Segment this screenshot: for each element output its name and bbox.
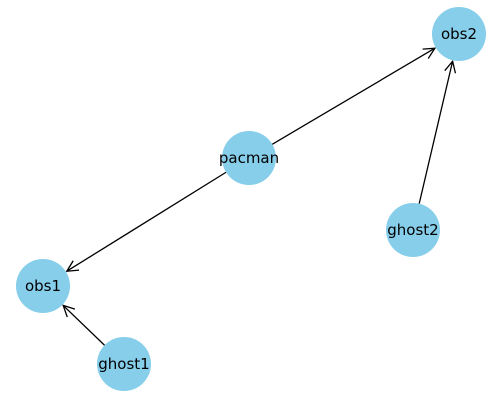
node-ghost1-label: ghost1 (98, 355, 149, 373)
node-ghost1-circle (97, 337, 151, 391)
edge-line (66, 171, 227, 272)
node-obs2-circle (432, 7, 486, 61)
node-pacman-circle (222, 131, 276, 185)
node-obs2: obs2 (432, 7, 486, 61)
node-obs1-label: obs1 (25, 277, 61, 295)
node-ghost1: ghost1 (97, 337, 151, 391)
node-ghost2-circle (386, 203, 440, 257)
node-ghost2-label: ghost2 (387, 221, 438, 239)
edge-line (418, 61, 454, 204)
node-ghost2: ghost2 (386, 203, 440, 257)
node-pacman-label: pacman (219, 149, 279, 167)
nodes-layer: obs2 pacman ghost2 obs1 ghost1 (16, 7, 486, 391)
edge-pacman-to-obs1 (65, 171, 227, 272)
arrowhead-icon (422, 47, 437, 59)
node-obs2-label: obs2 (441, 25, 477, 43)
arrowhead-icon (62, 304, 76, 318)
node-obs1-circle (16, 259, 70, 313)
edge-line (62, 304, 106, 346)
arrowhead-icon (65, 260, 80, 272)
edge-pacman-to-obs2 (271, 47, 437, 145)
edge-ghost2-to-obs2 (418, 59, 457, 204)
node-pacman: pacman (219, 131, 279, 185)
node-obs1: obs1 (16, 259, 70, 313)
edge-line (271, 47, 436, 145)
edges-layer (62, 47, 457, 346)
edge-ghost1-to-obs1 (62, 304, 106, 346)
arrowhead-icon (444, 59, 457, 74)
